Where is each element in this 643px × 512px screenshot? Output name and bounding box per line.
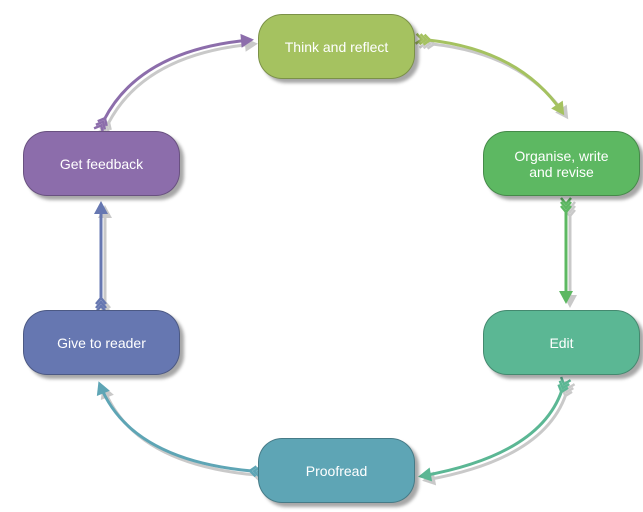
node-label: Edit bbox=[549, 334, 574, 351]
node-label: Get feedback bbox=[59, 155, 144, 172]
node-get-feedback: Get feedback bbox=[23, 131, 180, 196]
arrow-org-edit bbox=[559, 197, 577, 308]
node-think-and-reflect: Think and reflect bbox=[258, 14, 415, 79]
node-proofread: Proofread bbox=[258, 438, 415, 503]
arrow-give-feed bbox=[94, 201, 112, 317]
arrow-edit-proof bbox=[418, 376, 576, 486]
node-label: Proofread bbox=[305, 462, 368, 479]
node-edit: Edit bbox=[483, 310, 640, 375]
node-give-to-reader: Give to reader bbox=[23, 310, 180, 375]
arrow-feed-think bbox=[93, 33, 258, 138]
node-label: Give to reader bbox=[57, 334, 146, 351]
arrow-proof-give bbox=[96, 381, 270, 482]
node-label: Organise, write and revise bbox=[514, 147, 609, 180]
node-label: Think and reflect bbox=[284, 38, 389, 55]
arrow-think-org bbox=[414, 32, 569, 120]
node-organise-write-revise: Organise, write and revise bbox=[483, 131, 640, 196]
